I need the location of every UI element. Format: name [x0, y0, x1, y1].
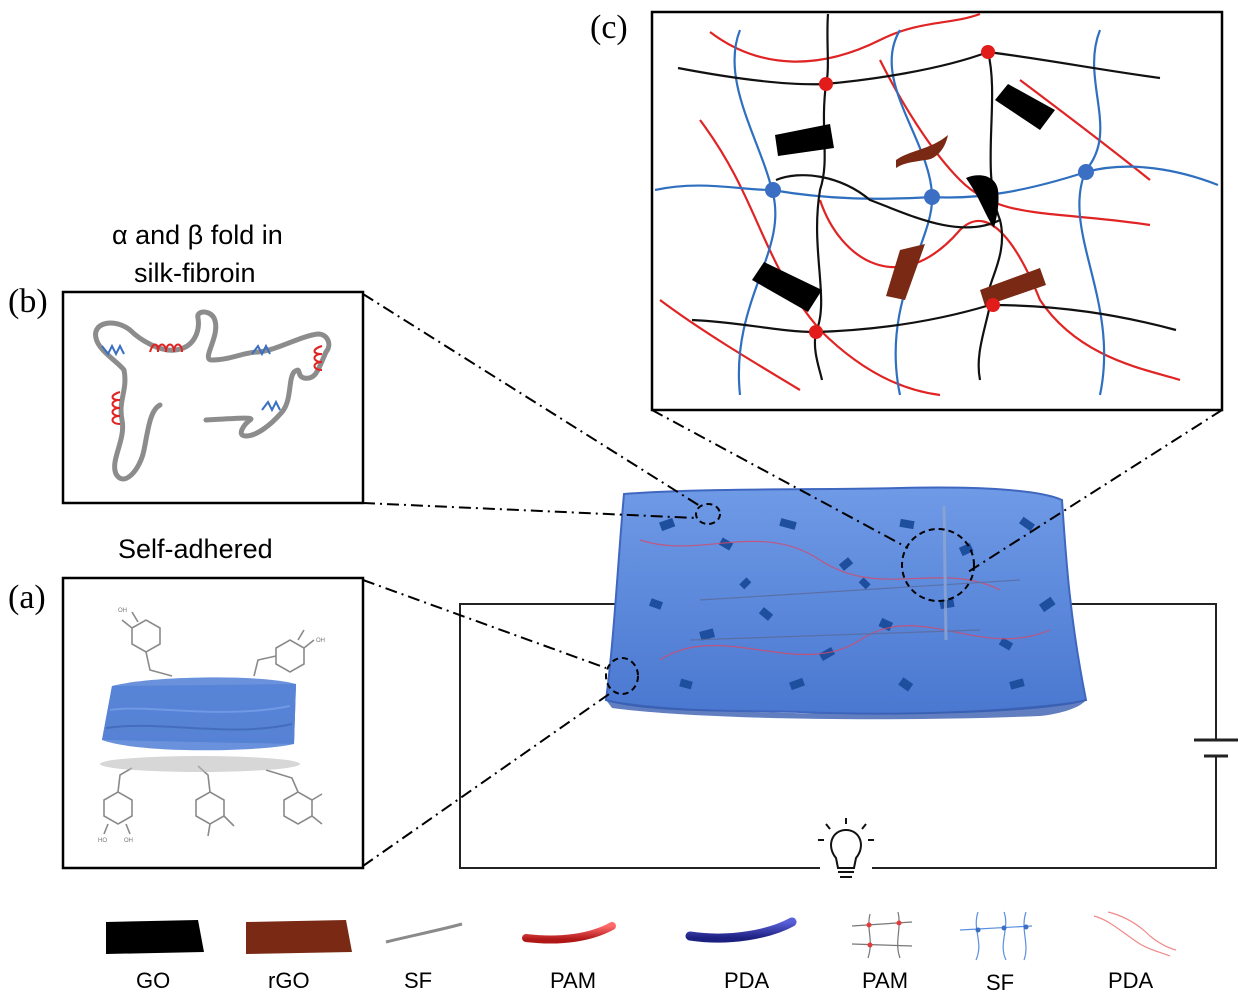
legend-label: rGO — [268, 968, 310, 993]
panel-a-letter: (a) — [8, 579, 46, 616]
rgo-flake — [896, 135, 948, 168]
legend-item-pda-tube: PDA — [685, 917, 797, 993]
beta-sheet-blue — [101, 343, 281, 413]
black-chain — [775, 174, 1001, 229]
legend: GO rGO SF PAM PDA PAM — [106, 911, 1177, 995]
catechol-bottom-left — [103, 767, 133, 835]
red-chain — [699, 119, 941, 397]
pda-tube-swatch — [685, 917, 797, 943]
rgo-flakes — [886, 135, 1046, 306]
legend-item-sf-net: SF — [959, 911, 1033, 995]
connector-a-top — [362, 579, 607, 669]
panel-c-frame — [650, 10, 1224, 412]
blue-crosslink-node — [924, 189, 940, 205]
panel-b-title-line1: α and β fold in — [112, 220, 283, 250]
legend-label: PDA — [1108, 968, 1154, 993]
legend-label: SF — [404, 968, 432, 993]
legend-item-rgo: rGO — [246, 920, 352, 993]
hydroxyl-labels: OH OH HO OH — [98, 608, 325, 844]
connector-lines — [362, 293, 1223, 867]
rgo-swatch — [246, 920, 352, 954]
red-crosslink-node — [986, 298, 1000, 312]
catechol-top-right — [253, 629, 315, 677]
connector-c-left — [651, 409, 909, 549]
red-crosslink-node — [981, 45, 995, 59]
pam-tube-swatch — [522, 922, 616, 944]
panel-a-title: Self-adhered — [118, 534, 273, 564]
blue-crosslink-node — [765, 182, 781, 198]
go-swatch — [106, 920, 204, 954]
red-chain — [659, 299, 801, 391]
zoom-circle-b — [695, 503, 721, 525]
legend-label: PDA — [724, 968, 770, 993]
zoom-circle-a — [605, 657, 639, 695]
wire-left — [459, 603, 820, 869]
network-diagram — [654, 12, 1219, 397]
red-chain — [709, 12, 981, 63]
connector-a-bottom — [362, 691, 613, 867]
embedded-chains — [639, 505, 1051, 661]
red-crosslink-node — [819, 77, 833, 91]
wire-right — [1068, 603, 1217, 740]
pda-net-swatch — [1093, 911, 1177, 957]
go-flake — [752, 262, 822, 312]
sf-line-swatch — [385, 922, 463, 944]
hydrogel-front-edge — [606, 700, 1086, 720]
oh-label: OH — [118, 608, 127, 614]
red-chain — [879, 59, 1151, 227]
oh-label: OH — [124, 838, 133, 844]
legend-item-sf: SF — [385, 922, 463, 993]
catechol-groups — [103, 611, 323, 837]
network-nodes — [765, 45, 1094, 339]
go-flake — [995, 84, 1055, 130]
legend-item-pda-net: PDA — [1093, 911, 1177, 993]
legend-label: PAM — [862, 968, 908, 993]
go-flake — [775, 124, 834, 156]
rgo-flake — [886, 244, 925, 300]
hydrogel-block-main — [604, 486, 1088, 720]
embedded-flakes — [648, 516, 1056, 692]
connector-b-bottom — [362, 502, 697, 519]
battery-symbol — [1194, 738, 1238, 758]
legend-item-go: GO — [106, 920, 204, 993]
go-flakes — [752, 84, 1055, 312]
hydrogel-block-small — [100, 677, 300, 772]
ho-label: HO — [98, 838, 107, 844]
panel-c-letter: (c) — [590, 9, 628, 46]
panel-b: α and β fold in silk-fibroin (b) — [8, 220, 365, 505]
rgo-flake — [980, 268, 1046, 306]
silk-fibroin-chain — [93, 309, 332, 482]
zoom-circles — [605, 503, 975, 695]
sf-net-swatch — [959, 911, 1033, 961]
pam-net-swatch — [851, 911, 913, 959]
go-flake — [966, 175, 999, 228]
red-chain — [818, 199, 1181, 382]
blue-crosslink-node — [1078, 164, 1094, 180]
hydrogel-body — [604, 486, 1088, 715]
legend-label: GO — [136, 968, 170, 993]
circuit — [459, 603, 1238, 869]
legend-item-pam-net: PAM — [851, 911, 913, 993]
light-bulb-icon — [818, 818, 874, 878]
panel-c: (c) — [590, 9, 1224, 412]
panel-b-title-line2: silk-fibroin — [134, 258, 256, 288]
legend-label: SF — [986, 970, 1014, 995]
black-chain — [677, 50, 1161, 86]
red-crosslink-node — [809, 325, 823, 339]
zoom-circle-c — [901, 528, 975, 602]
black-chain — [977, 51, 1004, 381]
oh-label: OH — [316, 638, 325, 644]
catechol-top-left — [121, 611, 173, 677]
connector-c-right — [967, 409, 1223, 573]
connector-b-top — [362, 293, 701, 507]
alpha-helix-red — [111, 343, 323, 425]
legend-item-pam-tube: PAM — [522, 922, 616, 993]
panel-a: Self-adhered (a) — [8, 534, 365, 870]
catechol-bottom-right — [265, 769, 323, 825]
panel-b-letter: (b) — [8, 283, 48, 320]
black-chain — [691, 303, 1177, 334]
wire-right-lower — [872, 756, 1217, 869]
legend-label: PAM — [550, 968, 596, 993]
